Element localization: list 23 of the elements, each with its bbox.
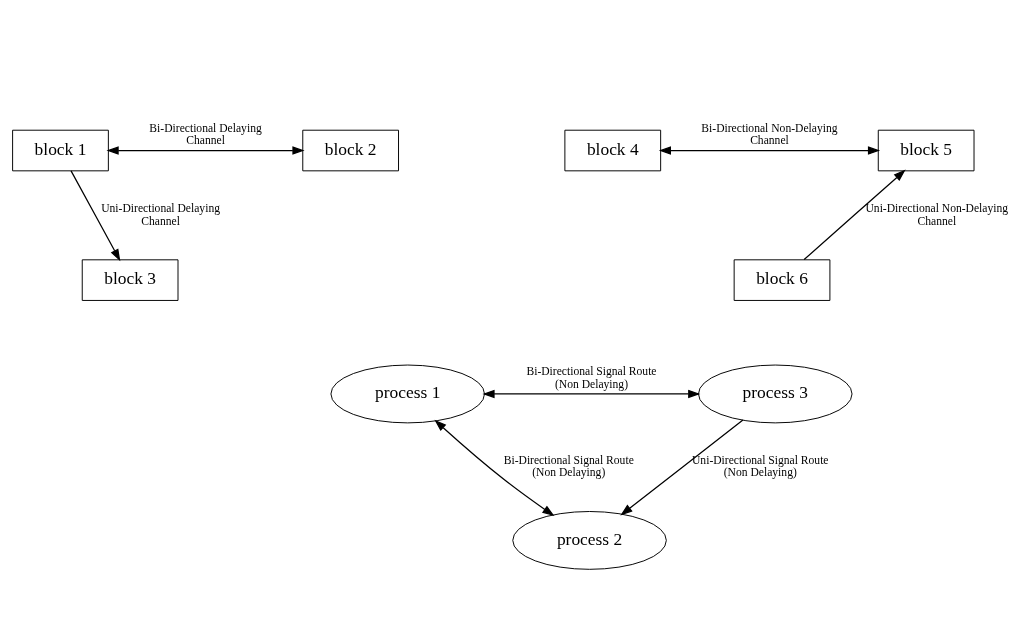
node-box: block 6	[733, 258, 831, 301]
node-box: block 4	[564, 129, 662, 171]
arrow	[803, 169, 906, 260]
arrow	[434, 419, 555, 516]
arrow	[658, 145, 881, 155]
node-ellipse: process 2	[512, 510, 667, 570]
node-ellipse: process 1	[330, 364, 485, 423]
edge-label: Uni-Directional Signal Route (Non Delaying)	[692, 453, 829, 479]
node-ellipse: process 3	[698, 364, 853, 423]
edge-label: Bi-Directional Signal Route (Non Delaying)	[526, 364, 657, 391]
edge-label: Uni-Directional Non-Delaying Channel	[865, 201, 1009, 228]
node-box: block 2	[302, 129, 399, 171]
arrow	[482, 389, 701, 398]
arrow	[70, 169, 121, 261]
node-box: block 1	[12, 129, 109, 171]
edge-label: Uni-Directional Delaying Channel	[101, 201, 220, 228]
edge-label: Bi-Directional Non-Delaying Channel	[701, 121, 838, 147]
arrow	[106, 145, 305, 155]
edge-label: Bi-Directional Signal Route (Non Delaying)	[503, 453, 634, 479]
edge-label: Bi-Directional Delaying Channel	[149, 121, 262, 147]
node-box: block 3	[81, 258, 179, 301]
node-box: block 5	[877, 129, 975, 171]
arrow	[620, 419, 744, 515]
